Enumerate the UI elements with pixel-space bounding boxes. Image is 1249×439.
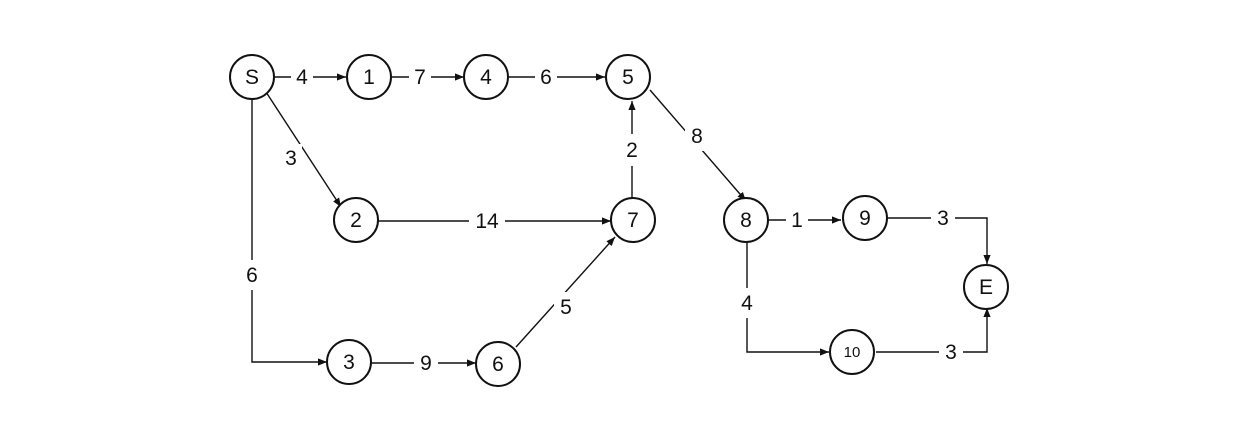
edge-label-s-3: 6 bbox=[246, 264, 258, 287]
svg-text:2: 2 bbox=[350, 209, 362, 232]
svg-text:4: 4 bbox=[480, 66, 492, 89]
node-6: 6 bbox=[475, 341, 521, 387]
node-8: 8 bbox=[723, 197, 769, 243]
node-1: 1 bbox=[346, 54, 392, 100]
node-4: 4 bbox=[463, 54, 509, 100]
edge-4-5: 6 bbox=[508, 64, 605, 90]
node-e: E bbox=[963, 264, 1009, 310]
edge-label-9-e: 3 bbox=[937, 207, 949, 230]
edge-8-10: 4 bbox=[735, 242, 829, 356]
node-9: 9 bbox=[842, 195, 888, 241]
edge-9-e: 3 bbox=[887, 205, 991, 264]
edge-s-3: 6 bbox=[240, 99, 327, 366]
node-7: 7 bbox=[610, 197, 656, 243]
node-3: 3 bbox=[326, 339, 372, 385]
edge-label-1-4: 7 bbox=[414, 66, 426, 89]
svg-text:S: S bbox=[245, 66, 259, 89]
node-s: S bbox=[229, 54, 275, 100]
edge-7-5: 2 bbox=[620, 101, 644, 198]
edge-label-2-7: 14 bbox=[475, 210, 499, 233]
node-10: 10 bbox=[829, 329, 875, 375]
edge-1-4: 7 bbox=[391, 64, 464, 90]
edge-label-7-5: 2 bbox=[626, 139, 638, 162]
svg-text:8: 8 bbox=[740, 209, 752, 232]
node-5: 5 bbox=[605, 54, 651, 100]
edge-8-9: 1 bbox=[768, 207, 841, 233]
node-2: 2 bbox=[333, 197, 379, 243]
svg-text:9: 9 bbox=[859, 207, 871, 230]
svg-text:1: 1 bbox=[363, 66, 375, 89]
edge-s-2: 3 bbox=[265, 91, 342, 208]
edge-label-5-8: 8 bbox=[691, 125, 703, 148]
edge-label-4-5: 6 bbox=[540, 66, 552, 89]
edge-2-7: 14 bbox=[378, 208, 611, 234]
edge-label-6-7: 5 bbox=[560, 296, 572, 319]
edge-label-3-6: 9 bbox=[420, 352, 432, 375]
edge-label-10-e: 3 bbox=[945, 341, 957, 364]
edge-label-8-10: 4 bbox=[741, 292, 753, 315]
svg-text:6: 6 bbox=[492, 353, 504, 376]
svg-text:5: 5 bbox=[622, 66, 634, 89]
edge-label-s-2: 3 bbox=[285, 147, 297, 170]
svg-text:3: 3 bbox=[343, 351, 355, 374]
edge-6-7: 5 bbox=[515, 236, 616, 348]
svg-text:E: E bbox=[979, 276, 993, 299]
edge-label-8-9: 1 bbox=[791, 209, 803, 232]
svg-text:10: 10 bbox=[844, 344, 861, 361]
svg-text:7: 7 bbox=[627, 209, 639, 232]
edge-3-6: 9 bbox=[371, 350, 476, 376]
edge-label-s-1: 4 bbox=[296, 66, 308, 89]
edge-5-8: 8 bbox=[649, 89, 747, 202]
edge-s-1: 4 bbox=[273, 64, 346, 90]
edge-10-e: 3 bbox=[876, 308, 991, 365]
